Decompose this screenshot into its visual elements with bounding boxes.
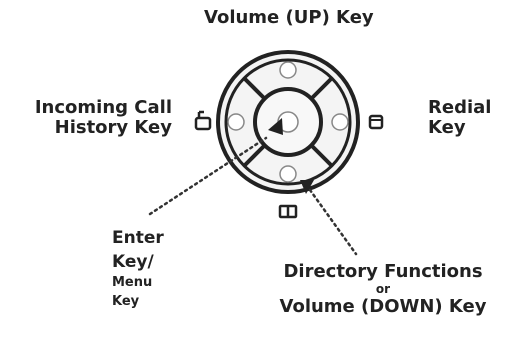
incoming-call-text-line2: History Key [54,117,172,139]
incoming-call-label: Incoming Call History Key [10,97,172,139]
enter-leader-line [148,136,268,216]
incoming-call-text-line1: Incoming Call [34,97,172,118]
redial-icon [368,114,384,130]
enter-pointer-arrow [268,118,283,135]
enter-menu-label: Enter Key/ Menu Key [112,226,164,311]
enter-text-line4: Key [112,293,140,309]
down-key-bump [279,165,297,183]
volume-up-label: Volume (UP) Key [204,7,374,28]
directory-pointer-arrow [300,180,314,194]
directory-leader-line [308,188,358,256]
directory-label: Directory Functions or Volume (DOWN) Key [272,261,494,317]
up-key-bump [279,61,297,79]
incoming-call-icon [194,110,212,131]
enter-text-line2: Key/ [112,252,154,273]
redial-label: Redial Key [428,97,492,139]
directory-book-icon [278,204,298,219]
directory-text-line2: Volume (DOWN) Key [279,295,487,317]
redial-text-line2: Key [428,117,466,139]
directory-text-line1: Directory Functions [283,261,483,282]
left-key-bump [227,113,245,131]
directory-or-text: or [375,282,391,297]
enter-text-line3: Menu [112,275,153,291]
redial-text-line1: Redial [428,97,492,118]
volume-up-text: Volume (UP) Key [204,7,374,28]
right-key-bump [331,113,349,131]
enter-text-line1: Enter [112,228,164,248]
